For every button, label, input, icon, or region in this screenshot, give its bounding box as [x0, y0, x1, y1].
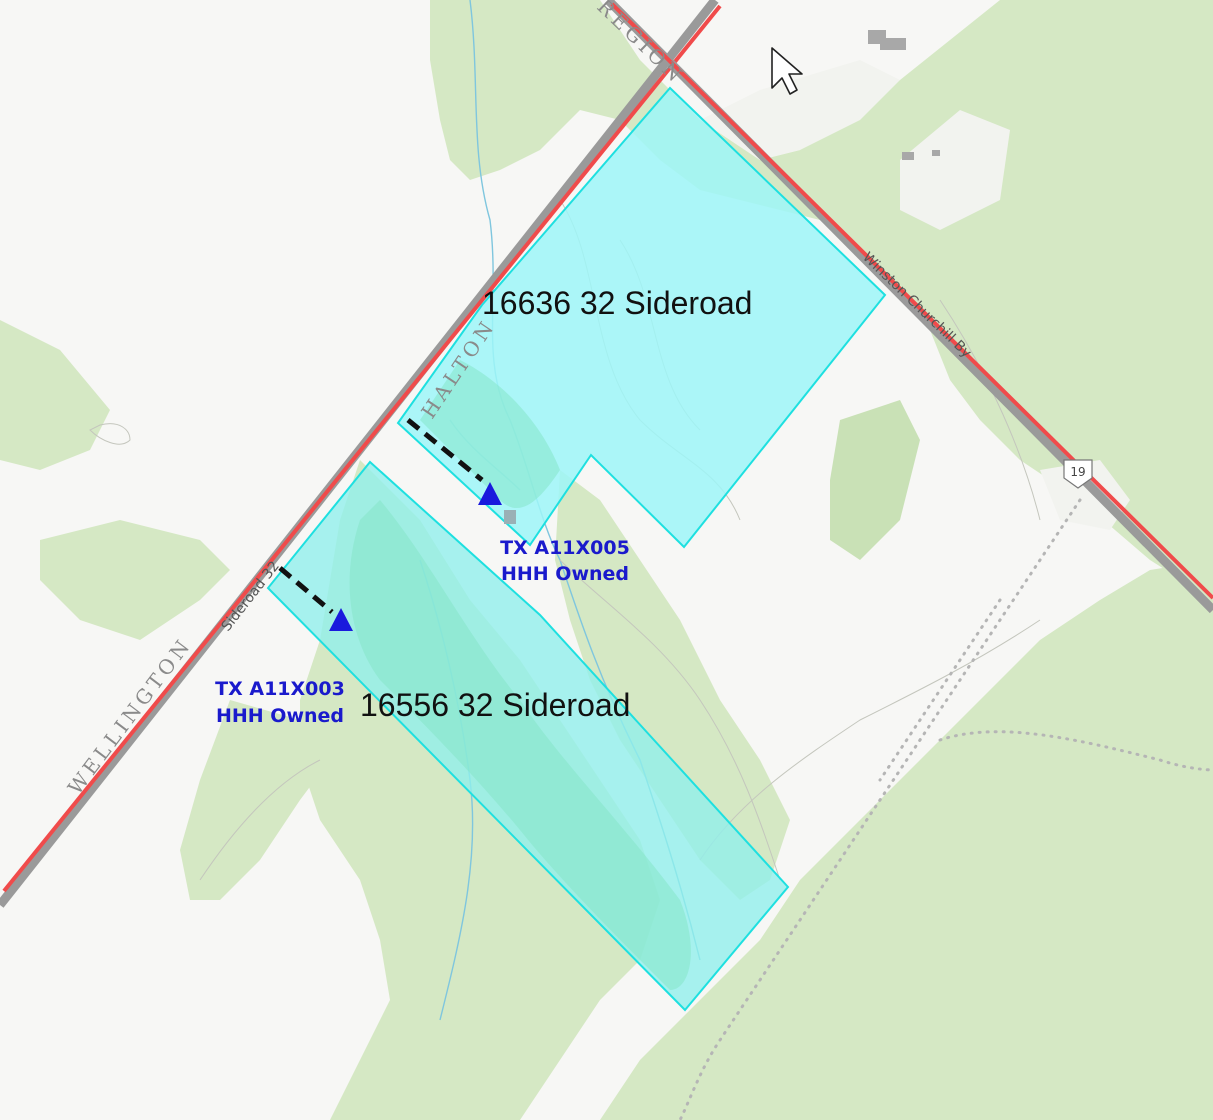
tx-label-a11x003-line1: TX A11X003 — [215, 678, 345, 700]
tx-label-a11x003-line2: HHH Owned — [216, 705, 344, 727]
transformer-marker-a11x005[interactable] — [478, 482, 502, 505]
service-lines — [278, 418, 484, 614]
highway-shield-number: 19 — [1070, 465, 1085, 479]
service-line-a11x003 — [278, 566, 334, 614]
trail-layer — [678, 498, 1213, 1120]
structure-icon — [504, 510, 516, 524]
winston-churchill-blvd[interactable] — [604, 0, 1213, 614]
sideroad-32[interactable] — [0, 0, 722, 908]
tx-label-a11x005-line1: TX A11X005 — [500, 537, 630, 559]
building-icons — [868, 30, 940, 160]
parcel-label-16636: 16636 32 Sideroad — [482, 285, 752, 321]
parcel-label-16556: 16556 32 Sideroad — [360, 687, 630, 723]
transformer-marker-a11x003[interactable] — [329, 608, 353, 631]
mouse-cursor-icon — [771, 47, 803, 95]
parcel-vegetation — [349, 360, 691, 990]
service-line-a11x005 — [406, 418, 484, 482]
highway-shield: 19 — [1063, 459, 1093, 489]
tx-label-a11x005-line2: HHH Owned — [501, 563, 629, 585]
